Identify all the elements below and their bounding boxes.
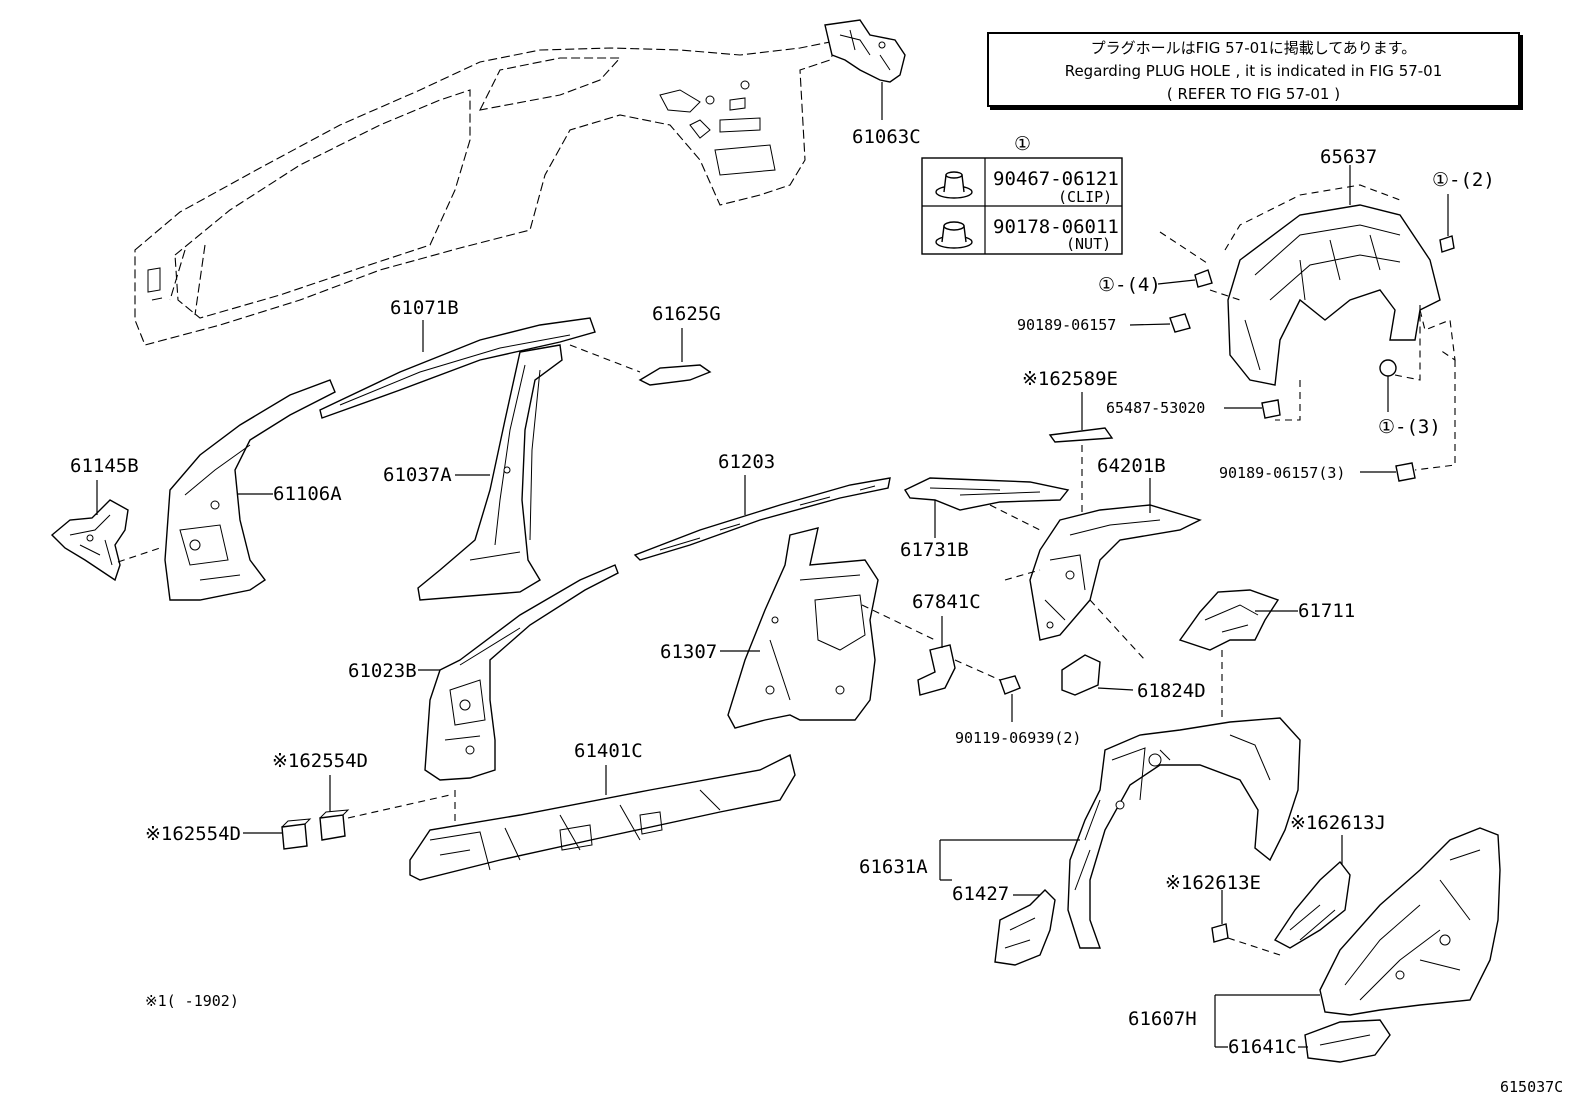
fastener-partno-clip: 90467-06121 (993, 168, 1119, 190)
brace-61625G (638, 364, 712, 386)
label-1-3: ①-(3) (1378, 416, 1441, 438)
screw-90189-b (1395, 462, 1416, 482)
label-61071B: 61071B (390, 297, 459, 319)
dash-61145B (117, 547, 161, 563)
label-61607H: 61607H (1128, 1008, 1197, 1030)
dash-67841C (954, 659, 1001, 681)
pad-62613J (1273, 860, 1351, 949)
dash-62613E (1227, 937, 1281, 956)
leader-90189-a (1129, 323, 1171, 326)
brace-61641C (1304, 1019, 1391, 1063)
quarter-panel-61607H (1319, 827, 1501, 1016)
label-62554D-top: ※162554D (272, 750, 368, 772)
dash-64201B (1004, 569, 1146, 661)
label-61427: 61427 (952, 883, 1009, 905)
notice-line-jp: プラグホールはFIG 57-01に掲載してあります。 (1090, 39, 1417, 57)
brace-61427 (994, 889, 1056, 966)
label-61731B: 61731B (900, 539, 969, 561)
fender-liner-65637 (1227, 204, 1441, 386)
fastener-table (921, 157, 1123, 255)
label-61401C: 61401C (574, 740, 643, 762)
clip-1-4 (1194, 269, 1213, 288)
dash-65637-fasteners (1275, 305, 1456, 471)
label-64201B: 64201B (1097, 455, 1166, 477)
brace-61711 (1178, 589, 1280, 651)
label-61711: 61711 (1298, 600, 1355, 622)
pad-62589E (1048, 427, 1114, 443)
label-61145B: 61145B (70, 455, 139, 477)
label-61307: 61307 (660, 641, 717, 663)
label-61641C: 61641C (1228, 1036, 1297, 1058)
clip-1-3 (1379, 359, 1397, 377)
label-61631A: 61631A (859, 856, 928, 878)
fastener-ref-mark: ① (1014, 133, 1031, 155)
footnote: ※1( -1902) (145, 992, 239, 1010)
label-61625G: 61625G (652, 303, 721, 325)
side-outer-panel-phantom (134, 39, 841, 346)
dash-61731B (989, 504, 1041, 531)
leader-61631A-bracket (939, 839, 1005, 881)
leader-61607H-bracket (1214, 994, 1320, 1048)
wheel-house-61631A (1067, 717, 1301, 949)
roof-rail-61071B (319, 317, 596, 419)
panel-64201B (1029, 504, 1202, 641)
fastener-kind-nut: (NUT) (1066, 235, 1111, 253)
screw-65487 (1261, 399, 1281, 419)
rocker-panel-61401C (409, 753, 796, 881)
bracket-67841C (917, 644, 956, 696)
nut-icon (935, 221, 973, 249)
quarter-inner-61307 (727, 527, 879, 729)
dash-65637 (1159, 184, 1401, 301)
leader-61824D (1097, 687, 1134, 691)
label-62613J: ※162613J (1290, 812, 1386, 834)
label-65637: 65637 (1320, 146, 1377, 168)
label-61824D: 61824D (1137, 680, 1206, 702)
label-62554D-left: ※162554D (145, 823, 241, 845)
plug-62613E (1211, 923, 1229, 943)
center-pillar-61037A (417, 344, 563, 601)
label-90189-b: 90189-06157(3) (1219, 464, 1345, 482)
dash-62554D (347, 790, 456, 825)
front-pillar-61106A (164, 379, 336, 601)
notice-line-ref: ( REFER TO FIG 57-01 ) (1166, 85, 1341, 103)
fastener-kind-clip: (CLIP) (1058, 188, 1112, 206)
bracket-61063C (824, 19, 906, 83)
clip-icon (935, 171, 973, 199)
dash-61307 (861, 604, 936, 641)
figure-code: 615037C (1500, 1078, 1563, 1096)
label-61203: 61203 (718, 451, 775, 473)
label-61106A: 61106A (273, 483, 342, 505)
dash-61625G (569, 344, 641, 373)
notice-box: プラグホールはFIG 57-01に掲載してあります。 Regarding PLU… (987, 32, 1520, 107)
label-90119: 90119-06939(2) (955, 729, 1081, 747)
bolt-90119 (999, 675, 1021, 722)
front-pillar-inner-61023B (424, 564, 619, 781)
notice-line-en: Regarding PLUG HOLE , it is indicated in… (1064, 62, 1443, 80)
label-1-4: ①-(4) (1098, 274, 1161, 296)
bracket-61145B (50, 499, 129, 582)
fastener-partno-nut: 90178-06011 (993, 216, 1119, 238)
label-61063C: 61063C (852, 126, 921, 148)
spacer-block-62554D-a (319, 809, 350, 841)
label-61037A: 61037A (383, 464, 452, 486)
screw-90189-a (1169, 313, 1191, 333)
label-1-2: ①-(2) (1432, 169, 1495, 191)
cap-61824D (1061, 654, 1101, 696)
label-61023B: 61023B (348, 660, 417, 682)
label-65487: 65487-53020 (1106, 399, 1205, 417)
label-67841C: 67841C (912, 591, 981, 613)
roof-side-rail-61203 (633, 477, 891, 561)
label-62613E: ※162613E (1165, 872, 1261, 894)
label-90189-a: 90189-06157 (1017, 316, 1116, 334)
quarter-reinforcement-61731B (903, 477, 1070, 511)
label-62589E: ※162589E (1022, 368, 1118, 390)
leader-1-4 (1157, 279, 1196, 285)
spacer-block-62554D-b (281, 818, 312, 850)
clip-1-2 (1439, 235, 1455, 253)
